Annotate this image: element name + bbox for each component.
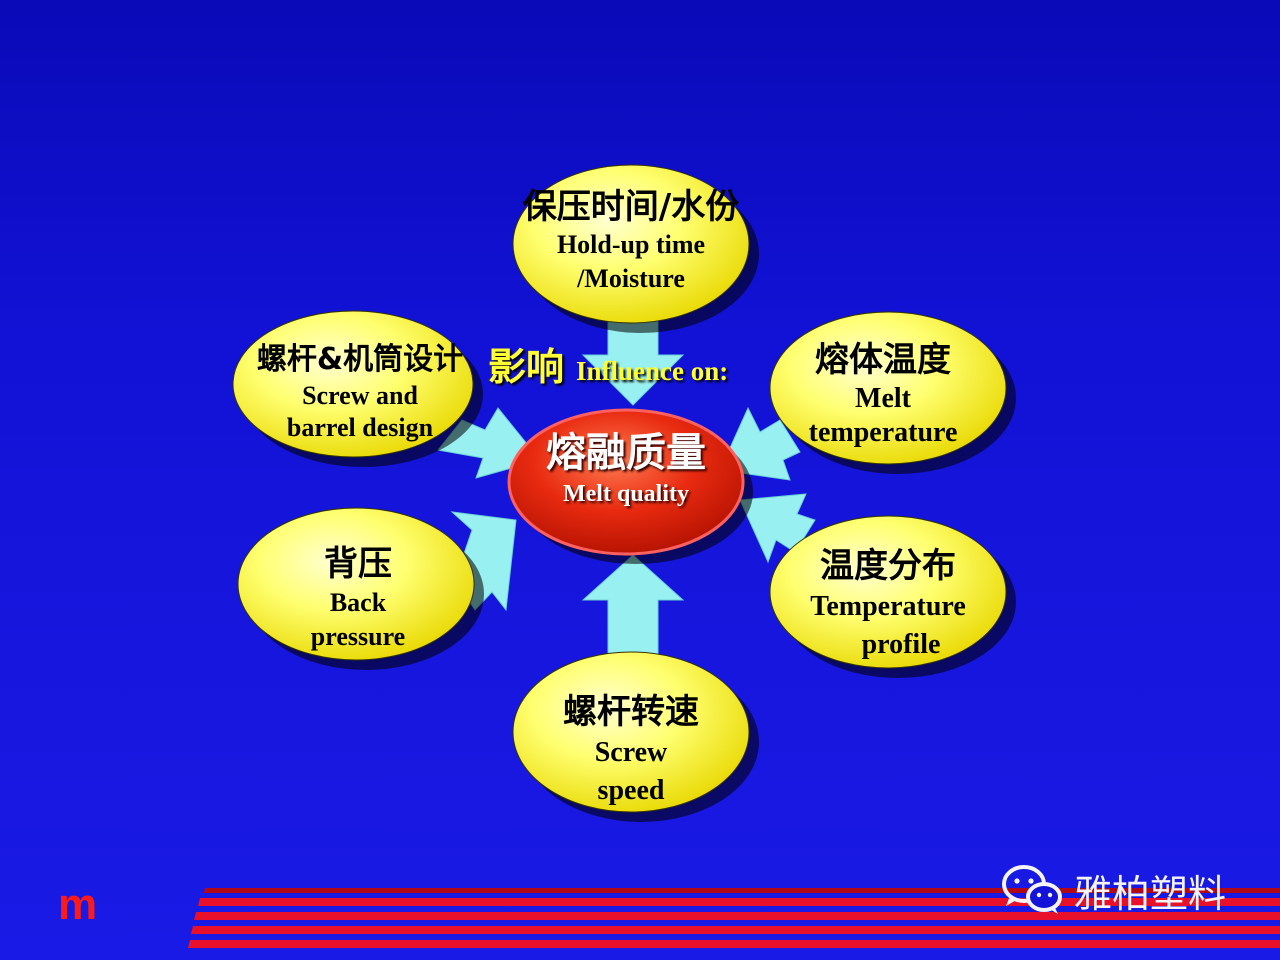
node-screw-speed-cn: 螺杆转速 (563, 692, 699, 732)
arrow-bottom (581, 554, 685, 656)
node-screw-speed-en1: Screw (594, 737, 668, 768)
node-hold-up: 保压时间/水份 Hold-up time /Moisture (513, 186, 749, 296)
center-node-cn: 熔融质量 (546, 430, 706, 476)
node-melt-temp-cn: 熔体温度 (815, 340, 951, 380)
node-back-pressure-shape (237, 507, 475, 661)
watermark-text: 雅柏塑料 (1074, 871, 1227, 916)
node-screw-design: 螺杆&机筒设计 Screw and barrel design (240, 340, 480, 444)
center-node: 熔融质量 Melt quality (516, 428, 736, 510)
node-screw-design-en1: Screw and (302, 381, 418, 410)
center-node-shape (507, 408, 745, 556)
node-melt-temp-shape (769, 311, 1007, 465)
node-melt-temp: 熔体温度 Melt temperature (778, 338, 988, 450)
node-back-pressure-cn: 背压 (324, 544, 392, 584)
node-temp-profile-en1: Temperature (810, 591, 966, 622)
node-screw-design-shape (232, 310, 474, 458)
node-hold-up-shape (512, 164, 750, 324)
node-screw-speed-shape (512, 651, 750, 813)
influence-label: 影响 Influence on: (488, 336, 728, 391)
node-screw-speed: 螺杆转速 Screw speed (531, 690, 731, 810)
node-screw-speed-en2: speed (597, 775, 665, 806)
node-melt-temp-en2: temperature (808, 417, 958, 448)
brand-logo: m (58, 880, 98, 929)
node-hold-up-cn: 保压时间/水份 (522, 187, 740, 227)
node-melt-temp-en1: Melt (855, 383, 911, 414)
node-hold-up-en2: /Moisture (577, 264, 685, 293)
node-hold-up-en1: Hold-up time (556, 230, 706, 259)
node-temp-profile-en2: profile (861, 629, 941, 660)
node-back-pressure: 背压 Back pressure (258, 542, 458, 654)
node-temp-profile-cn: 温度分布 (820, 546, 956, 586)
node-screw-design-en2: barrel design (286, 413, 434, 442)
node-back-pressure-en1: Back (329, 588, 387, 617)
node-temp-profile: 温度分布 Temperature profile (778, 544, 998, 664)
influence-en: Influence on: (576, 356, 729, 386)
node-back-pressure-en2: pressure (310, 622, 406, 651)
influence-cn: 影响 (488, 345, 565, 389)
center-node-en: Melt quality (563, 481, 689, 507)
wechat-icon (1002, 865, 1062, 914)
node-temp-profile-shape (769, 515, 1007, 669)
node-screw-design-cn: 螺杆&机筒设计 (256, 342, 464, 377)
watermark: 雅柏塑料 (1000, 862, 1226, 918)
